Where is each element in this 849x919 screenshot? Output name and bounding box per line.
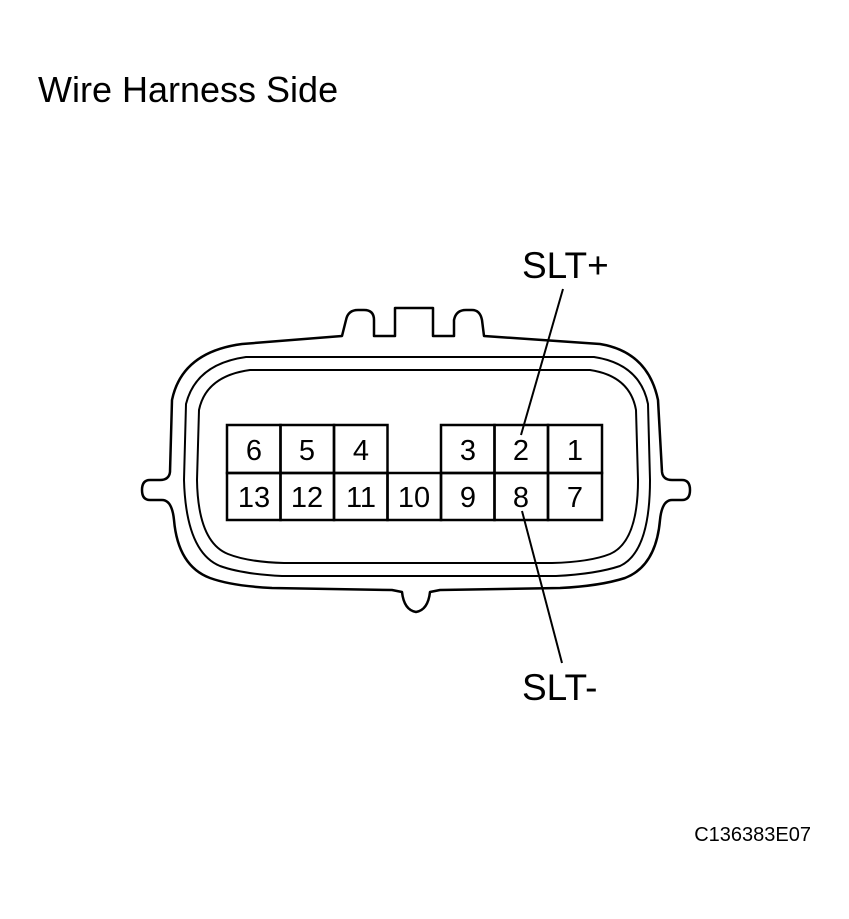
connector-housing-rim [182,356,652,577]
pin-number-13: 13 [238,482,270,514]
pin-number-4: 4 [353,435,369,467]
slt-plus-leader-line [520,288,564,436]
pin-number-8: 8 [513,482,529,514]
pin-number-6: 6 [246,435,262,467]
slt-minus-label: SLT- [522,667,597,708]
pin-number-11: 11 [346,482,376,514]
pin-number-5: 5 [299,435,315,467]
pin-number-10: 10 [398,482,430,514]
figure-code: C136383E07 [694,824,811,846]
pin-number-2: 2 [513,435,529,467]
pin-number-1: 1 [567,435,583,467]
pin-grid [225,423,604,522]
pin-number-3: 3 [460,435,476,467]
pin-cell-7 [546,471,604,522]
diagram-title: Wire Harness Side [38,69,339,110]
pin-number-7: 7 [567,482,583,514]
pin-number-12: 12 [291,482,323,514]
pin-number-9: 9 [460,482,476,514]
connector-housing-inner [195,369,640,564]
connector-housing-outline [140,306,692,614]
slt-minus-leader-line [521,510,563,664]
slt-plus-label: SLT+ [522,245,609,286]
